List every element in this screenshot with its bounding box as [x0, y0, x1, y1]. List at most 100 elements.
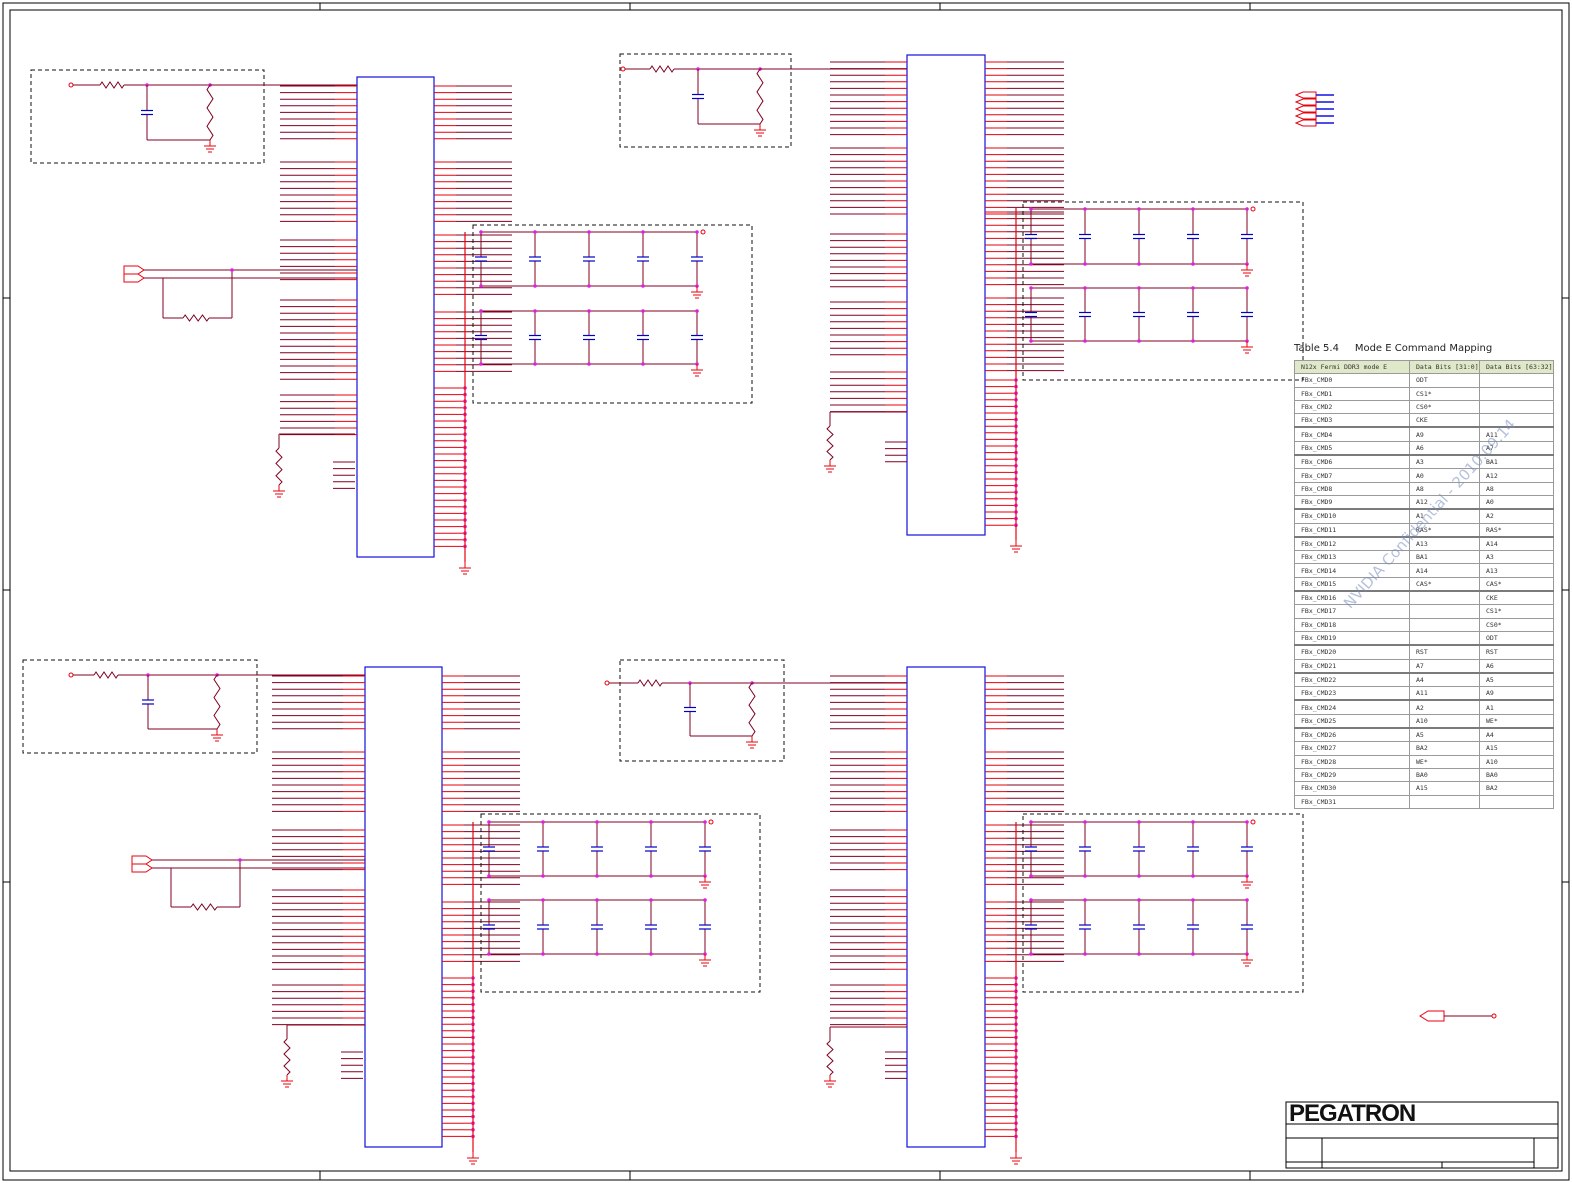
resistor	[826, 1040, 834, 1076]
table-cell: A14	[1479, 535, 1554, 552]
table-cell	[1409, 794, 1480, 809]
junction-dot	[541, 952, 545, 956]
ground-symbol	[281, 1075, 293, 1088]
ground-symbol	[691, 286, 703, 299]
junction-dot	[230, 268, 234, 272]
junction-dot	[1029, 898, 1033, 902]
net-port	[1250, 819, 1256, 825]
table-cell: A4	[1479, 727, 1554, 743]
table-cell	[1479, 373, 1554, 388]
table-cell	[1479, 794, 1554, 809]
table-cell	[1409, 630, 1480, 646]
resistor	[93, 671, 119, 679]
junction-dot	[541, 874, 545, 878]
table-cell: A8	[1479, 481, 1554, 496]
table-cell: CKE	[1409, 413, 1480, 428]
table-cell: FBx_CMD31	[1294, 794, 1410, 809]
junction-dot	[587, 284, 591, 288]
junction-dot	[1191, 262, 1195, 266]
table-cell: FBx_CMD27	[1294, 741, 1410, 756]
memory-chip	[280, 76, 512, 575]
resistor	[190, 903, 218, 911]
junction-dot	[1083, 898, 1087, 902]
rc-filter	[604, 659, 785, 762]
junction-dot	[587, 362, 591, 366]
ground-symbol	[824, 460, 836, 473]
table-cell: FBx_CMD5	[1294, 440, 1410, 456]
dashed-group-box	[472, 224, 753, 404]
table-cell: FBx_CMD24	[1294, 699, 1410, 715]
table-cell: WE*	[1409, 754, 1480, 769]
resistor	[213, 674, 221, 730]
table-cell: FBx_CMD30	[1294, 781, 1410, 796]
junction-dot	[541, 898, 545, 902]
junction-dot	[1083, 286, 1087, 290]
ground-symbol	[204, 140, 216, 153]
ground-symbol	[1241, 264, 1253, 277]
junction-dot	[479, 309, 483, 313]
junction-dot	[1245, 207, 1249, 211]
junction-dot	[1029, 952, 1033, 956]
port-arrow	[131, 863, 153, 873]
rc-filter	[619, 53, 792, 148]
junction-dot	[1029, 286, 1033, 290]
junction-dot	[703, 820, 707, 824]
decoupling-cap-array	[480, 813, 761, 993]
port-arrow	[131, 855, 153, 865]
port-flag	[1294, 112, 1317, 120]
pegatron-logo: PEGATRON	[1289, 1100, 1416, 1127]
table-cell: A1	[1479, 699, 1554, 715]
table-cell: FBx_CMD26	[1294, 727, 1410, 743]
misc-symbols	[1294, 91, 1497, 1022]
ground-symbol	[1010, 540, 1022, 553]
circuit-groups	[22, 53, 1304, 1088]
table-cell	[1409, 604, 1480, 619]
table-cell: FBx_CMD8	[1294, 481, 1410, 496]
table-cell: FBx_CMD19	[1294, 630, 1410, 646]
table-cell: A9	[1409, 426, 1480, 442]
mapping-table-title: Table 5.4 Mode E Command Mapping	[1294, 343, 1493, 354]
table-cell	[1409, 617, 1480, 632]
junction-dot	[1137, 339, 1141, 343]
net-port	[68, 82, 74, 88]
table-cell: A2	[1409, 699, 1480, 715]
table-cell: ODT	[1409, 373, 1480, 388]
junction-dot	[487, 952, 491, 956]
junction-dot	[595, 874, 599, 878]
junction-dot	[641, 309, 645, 313]
table-cell: CS0*	[1479, 617, 1554, 632]
decoupling-cap-array	[1022, 813, 1304, 993]
ground-symbol	[467, 1152, 479, 1165]
resistor	[275, 447, 283, 486]
table-cell: A4	[1409, 671, 1480, 688]
table-cell: RST	[1409, 644, 1480, 660]
table-cell: FBx_CMD28	[1294, 754, 1410, 769]
table-cell: FBx_CMD4	[1294, 426, 1410, 442]
ground-symbol	[211, 729, 223, 742]
port-flag	[1294, 98, 1317, 106]
junction-dot	[649, 874, 653, 878]
dashed-group-box	[619, 659, 785, 762]
title-block	[1285, 1101, 1559, 1169]
table-cell: A10	[1409, 713, 1480, 729]
table-cell: FBx_CMD3	[1294, 413, 1410, 428]
dashed-group-box	[619, 53, 792, 148]
chip-body	[356, 76, 435, 558]
decoupling-cap-array	[472, 224, 753, 404]
table-cell: A5	[1409, 727, 1480, 743]
ground-symbol	[459, 562, 471, 575]
